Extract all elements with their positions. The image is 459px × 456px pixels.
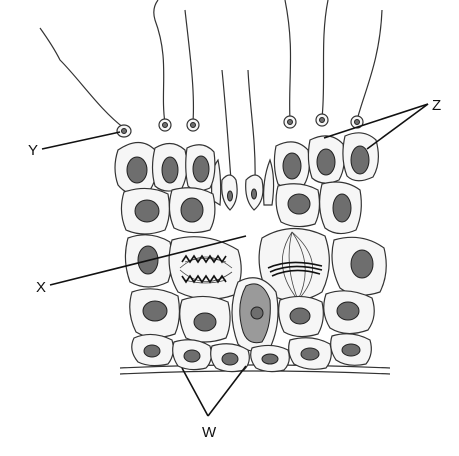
flagella: [39, 0, 383, 181]
label-z: Z: [432, 97, 441, 114]
mitotic-figure-right: [267, 231, 323, 301]
third-cell-row: [124, 227, 387, 302]
x-pointer: [49, 235, 247, 286]
label-x: X: [36, 279, 46, 296]
w-pointer-1: [181, 367, 209, 417]
z-pointer-2: [366, 103, 429, 150]
label-y: Y: [28, 142, 38, 159]
flagellum-bases: [116, 113, 364, 138]
lower-cell-rows: [129, 277, 375, 373]
mitotic-figure-left: [179, 254, 233, 284]
label-w: W: [202, 424, 217, 441]
second-cell-row: [120, 181, 362, 235]
pointer-lines: [41, 103, 429, 417]
w-pointer-2: [207, 365, 247, 417]
y-pointer: [41, 131, 121, 150]
top-cell-row: [114, 132, 379, 195]
central-spermatozoa: [211, 158, 275, 211]
basement-membrane: [119, 364, 391, 375]
z-pointer-1: [323, 103, 429, 139]
